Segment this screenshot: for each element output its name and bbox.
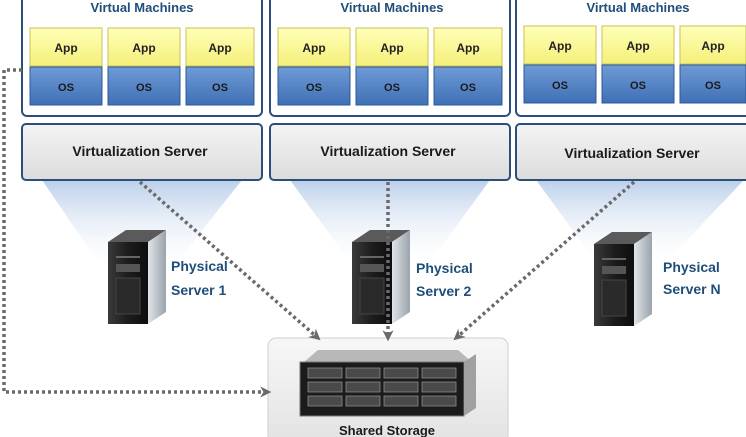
os-box (601, 64, 675, 104)
app-label: App (54, 41, 77, 55)
os-label: OS (384, 82, 400, 94)
virtualization-server-box (269, 123, 511, 181)
tower-server-icon (352, 230, 410, 324)
app-label: App (456, 41, 479, 55)
os-label: OS (460, 82, 476, 94)
app-label: App (701, 39, 724, 53)
physical-server-n-line1: Physical (663, 259, 720, 275)
os-label: OS (552, 80, 568, 92)
os-box (679, 64, 746, 104)
app-box (29, 27, 103, 67)
vm-3: App OS (185, 27, 255, 106)
storage-label: Shared Storage (339, 423, 435, 437)
app-box (107, 27, 181, 67)
tower-server-icon (594, 232, 652, 326)
vm-2: App OS (355, 27, 429, 106)
physical-server-n-line2: Server N (663, 281, 721, 297)
vm-2: App OS (601, 25, 675, 104)
tower-server-icon (108, 230, 166, 324)
vm-1: App OS (29, 27, 103, 106)
app-label: App (302, 41, 325, 55)
app-label: App (380, 41, 403, 55)
app-label: App (208, 41, 231, 55)
os-label: OS (212, 82, 228, 94)
os-box (107, 66, 181, 106)
app-box (679, 25, 746, 65)
os-label: OS (705, 80, 721, 92)
app-box (185, 27, 255, 67)
os-label: OS (136, 82, 152, 94)
app-box (355, 27, 429, 67)
vm-group-2: Virtual Machines App OS App OS App OS Vi… (269, 0, 511, 262)
rack-storage-array-icon (299, 350, 476, 417)
vm-heading: Virtual Machines (340, 0, 443, 15)
connector-arrow (2, 68, 272, 398)
vm-2: App OS (107, 27, 181, 106)
physical-server-2-line2: Server 2 (416, 283, 471, 299)
os-label: OS (630, 80, 646, 92)
app-label: App (548, 39, 571, 53)
virtualization-beam (290, 180, 490, 262)
os-label: OS (58, 82, 74, 94)
os-box (277, 66, 351, 106)
os-box (29, 66, 103, 106)
vm-group-1: Virtual Machines App OS App OS App OS Vi… (21, 0, 263, 268)
virtualization-server-label: Virtualization Server (320, 143, 456, 159)
virtualization-server-box (515, 123, 746, 181)
app-label: App (132, 41, 155, 55)
vm-heading: Virtual Machines (90, 0, 193, 15)
virtualization-beam (42, 180, 242, 268)
virtualization-server-label: Virtualization Server (564, 145, 700, 161)
os-box (523, 64, 597, 104)
vm-heading: Virtual Machines (586, 0, 689, 15)
os-box (185, 66, 255, 106)
app-label: App (626, 39, 649, 53)
os-box (433, 66, 503, 106)
app-box (277, 27, 351, 67)
virtualization-server-label: Virtualization Server (72, 143, 208, 159)
os-box (355, 66, 429, 106)
virtualization-server-box (21, 123, 263, 181)
app-box (433, 27, 503, 67)
os-label: OS (306, 82, 322, 94)
vm-3: App OS (433, 27, 503, 106)
vm-3: App OS (679, 25, 746, 104)
vm-1: App OS (277, 27, 351, 106)
app-box (523, 25, 597, 65)
physical-server-2-line1: Physical (416, 260, 473, 276)
physical-server-1-line2: Server 1 (171, 282, 226, 298)
physical-server-1-line1: Physical (171, 258, 228, 274)
vm-1: App OS (523, 25, 597, 104)
app-box (601, 25, 675, 65)
vm-group-3: Virtual Machines App OS App OS App OS Vi… (515, 0, 746, 262)
virtualization-beam (536, 180, 744, 262)
